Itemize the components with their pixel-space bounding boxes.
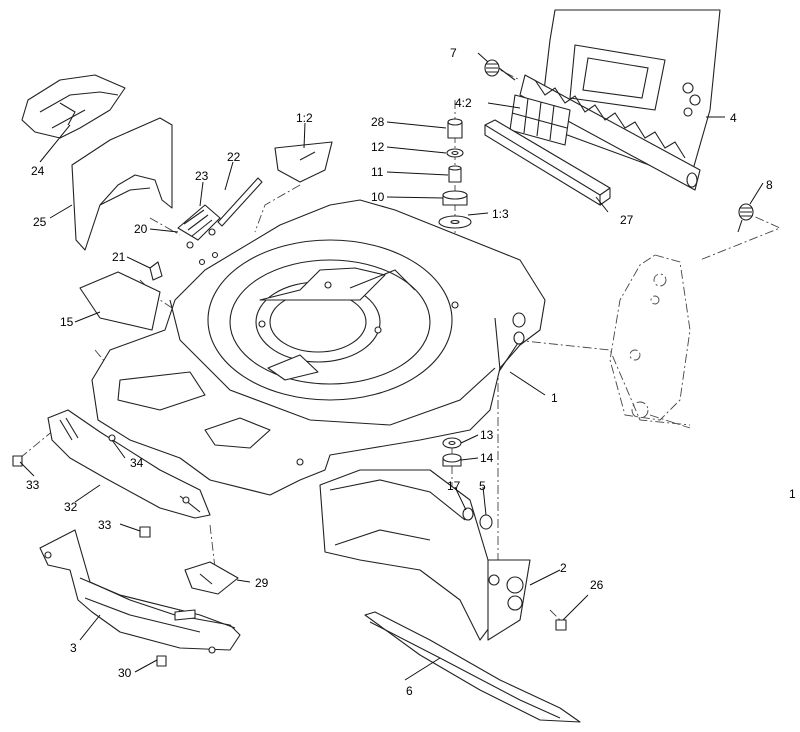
screw-26 [555, 619, 567, 631]
callout-2: 2 [560, 561, 567, 575]
callout-14: 14 [480, 451, 494, 465]
callout-22: 22 [227, 150, 241, 164]
callout-15: 15 [60, 315, 74, 329]
callout-1-corner: 1 [789, 487, 796, 501]
washer-nut [442, 437, 462, 467]
callout-27: 27 [620, 213, 634, 227]
callout-1: 1 [551, 391, 558, 405]
callout-12: 12 [371, 140, 385, 154]
callout-13: 13 [480, 428, 494, 442]
callout-17: 17 [447, 479, 461, 493]
wheel-bracket [609, 254, 691, 429]
callout-labels: 1 1 2 3 4 4:2 5 6 7 8 10 11 12 13 14 15 … [26, 46, 796, 698]
callout-3: 3 [70, 641, 77, 655]
callout-30: 30 [118, 666, 132, 680]
screw-30 [156, 655, 167, 667]
rear-door [519, 9, 721, 191]
callout-4-2: 4:2 [455, 96, 472, 110]
callout-26: 26 [590, 578, 604, 592]
bracket-29 [184, 561, 239, 595]
callout-25: 25 [33, 215, 47, 229]
callout-6: 6 [406, 684, 413, 698]
callout-29: 29 [255, 576, 269, 590]
spindle-stack [438, 118, 472, 229]
leader-lines [19, 52, 764, 681]
fasteners-front [12, 434, 151, 538]
callout-23: 23 [195, 169, 209, 183]
plate-15 [79, 271, 161, 331]
callout-11: 11 [371, 165, 384, 179]
skid-plate [39, 529, 241, 654]
discharge-chute [319, 469, 531, 641]
callout-34: 34 [130, 456, 144, 470]
fitting-17 [462, 507, 474, 521]
flap-bar [484, 119, 611, 206]
cable-guide [177, 177, 263, 266]
callout-1-3: 1:3 [492, 207, 509, 221]
callout-1-2: 1:2 [296, 111, 313, 125]
bolt-20 [186, 241, 194, 249]
callout-28: 28 [371, 115, 385, 129]
callout-4: 4 [730, 111, 737, 125]
callout-32: 32 [64, 500, 78, 514]
decal-1-2 [274, 141, 333, 183]
callout-33-left: 33 [26, 478, 40, 492]
flap-seal [509, 94, 571, 146]
spring-left [484, 59, 516, 81]
callout-8: 8 [766, 178, 773, 192]
callout-10: 10 [371, 190, 385, 204]
callout-7: 7 [450, 46, 457, 60]
grass-bag-handle [21, 74, 126, 139]
callout-21: 21 [112, 250, 126, 264]
callout-5: 5 [479, 479, 486, 493]
clip-21 [149, 261, 163, 281]
mower-deck [91, 199, 546, 496]
callout-20: 20 [134, 222, 148, 236]
callout-33-bottom: 33 [98, 518, 112, 532]
callout-24: 24 [31, 164, 45, 178]
rear-cover [71, 117, 173, 251]
trim-strip [364, 611, 581, 723]
front-bumper [47, 409, 211, 519]
spring-right [737, 203, 754, 233]
fitting-5 [479, 514, 493, 530]
